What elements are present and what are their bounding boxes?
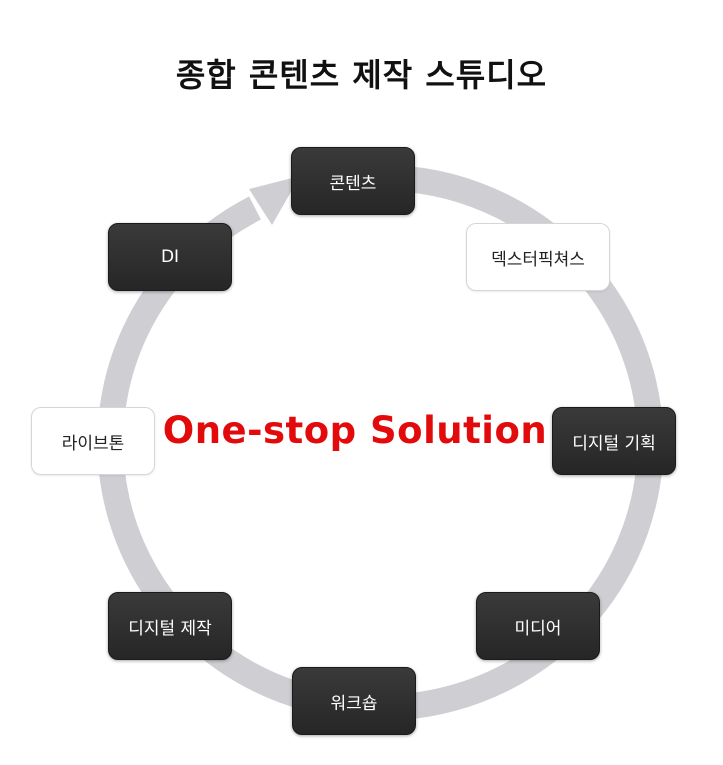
node-workshop: 워크숍 [292, 667, 416, 735]
node-label: 덱스터픽쳐스 [491, 249, 585, 270]
cycle-arrowhead-icon [249, 176, 300, 225]
node-label: DI [160, 247, 180, 267]
node-label: 콘텐츠 [329, 173, 377, 194]
node-label: 라이브톤 [61, 433, 125, 454]
node-label: 워크숍 [330, 693, 378, 714]
node-label: 디지털 기획 [572, 433, 656, 454]
node-dexter-pictures: 덱스터픽쳐스 [466, 223, 610, 291]
node-label: 디지털 제작 [128, 618, 212, 639]
node-digital-planning: 디지털 기획 [552, 407, 676, 475]
page-title: 종합 콘텐츠 제작 스튜디오 [175, 56, 548, 94]
center-slogan: One-stop Solution [162, 409, 548, 452]
node-livetone: 라이브톤 [31, 407, 155, 475]
node-label: 미디어 [514, 618, 562, 639]
node-digital-production: 디지털 제작 [108, 592, 232, 660]
node-media: 미디어 [476, 592, 600, 660]
node-contents: 콘텐츠 [291, 147, 415, 215]
node-di: DI [108, 223, 232, 291]
